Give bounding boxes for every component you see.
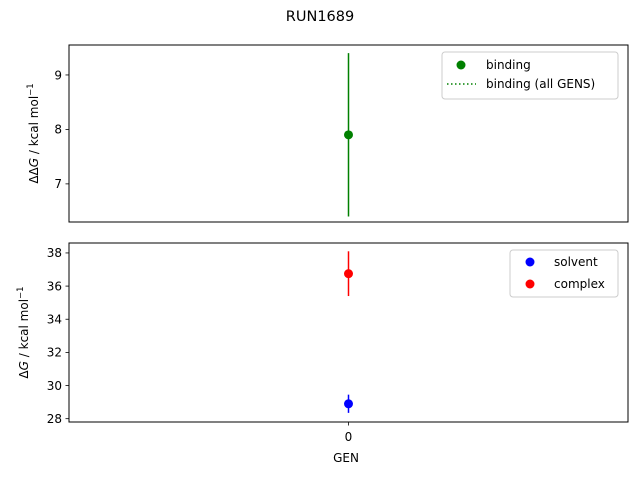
bottom-y-tick-label: 30	[47, 379, 62, 393]
x-tick-label: 0	[345, 430, 353, 444]
top-data-marks	[344, 53, 353, 217]
top-y-ticks: 7 8 9	[54, 68, 69, 191]
top-y-tick-label: 9	[54, 68, 62, 82]
legend-label-binding-all-gens: binding (all GENS)	[486, 77, 595, 91]
bottom-data-marks	[344, 251, 353, 413]
top-y-axis-label: ΔΔG / kcal mol−1	[26, 83, 41, 183]
bottom-x-ticks: 0	[345, 422, 353, 444]
legend-label-solvent: solvent	[554, 255, 598, 269]
bottom-y-tick-label: 36	[47, 279, 62, 293]
top-y-tick-label: 8	[54, 123, 62, 137]
x-axis-label: GEN	[333, 451, 359, 465]
bottom-y-tick-label: 28	[47, 412, 62, 426]
legend-marker-complex	[525, 279, 535, 289]
data-point-binding	[344, 130, 353, 140]
bottom-legend-box	[509, 249, 619, 298]
bottom-y-tick-label: 38	[47, 246, 62, 260]
legend-label-binding: binding	[486, 58, 531, 72]
bottom-y-tick-label: 34	[47, 313, 62, 327]
chart-title: RUN1689	[286, 9, 354, 25]
legend-label-complex: complex	[554, 277, 605, 291]
data-point-complex	[344, 269, 353, 279]
data-point-solvent	[344, 399, 353, 409]
bottom-y-tick-label: 32	[47, 346, 62, 360]
bottom-panel: 28 30 32 34 36 38 0 ΔG / kcal mol−1 GEN solve…	[16, 242, 629, 465]
legend-marker-solvent	[525, 257, 535, 267]
top-legend-box	[441, 51, 619, 100]
bottom-y-axis-label: ΔG / kcal mol−1	[16, 286, 31, 378]
bottom-y-ticks: 28 30 32 34 36 38	[47, 246, 69, 426]
top-y-tick-label: 7	[54, 177, 62, 191]
legend-marker-binding	[456, 60, 466, 70]
bottom-legend: solvent complex	[509, 249, 619, 298]
top-panel: 7 8 9 ΔΔG / kcal mol−1 binding binding (al…	[26, 44, 629, 223]
top-legend: binding binding (all GENS)	[441, 51, 619, 100]
top-axes-frame	[68, 44, 629, 223]
